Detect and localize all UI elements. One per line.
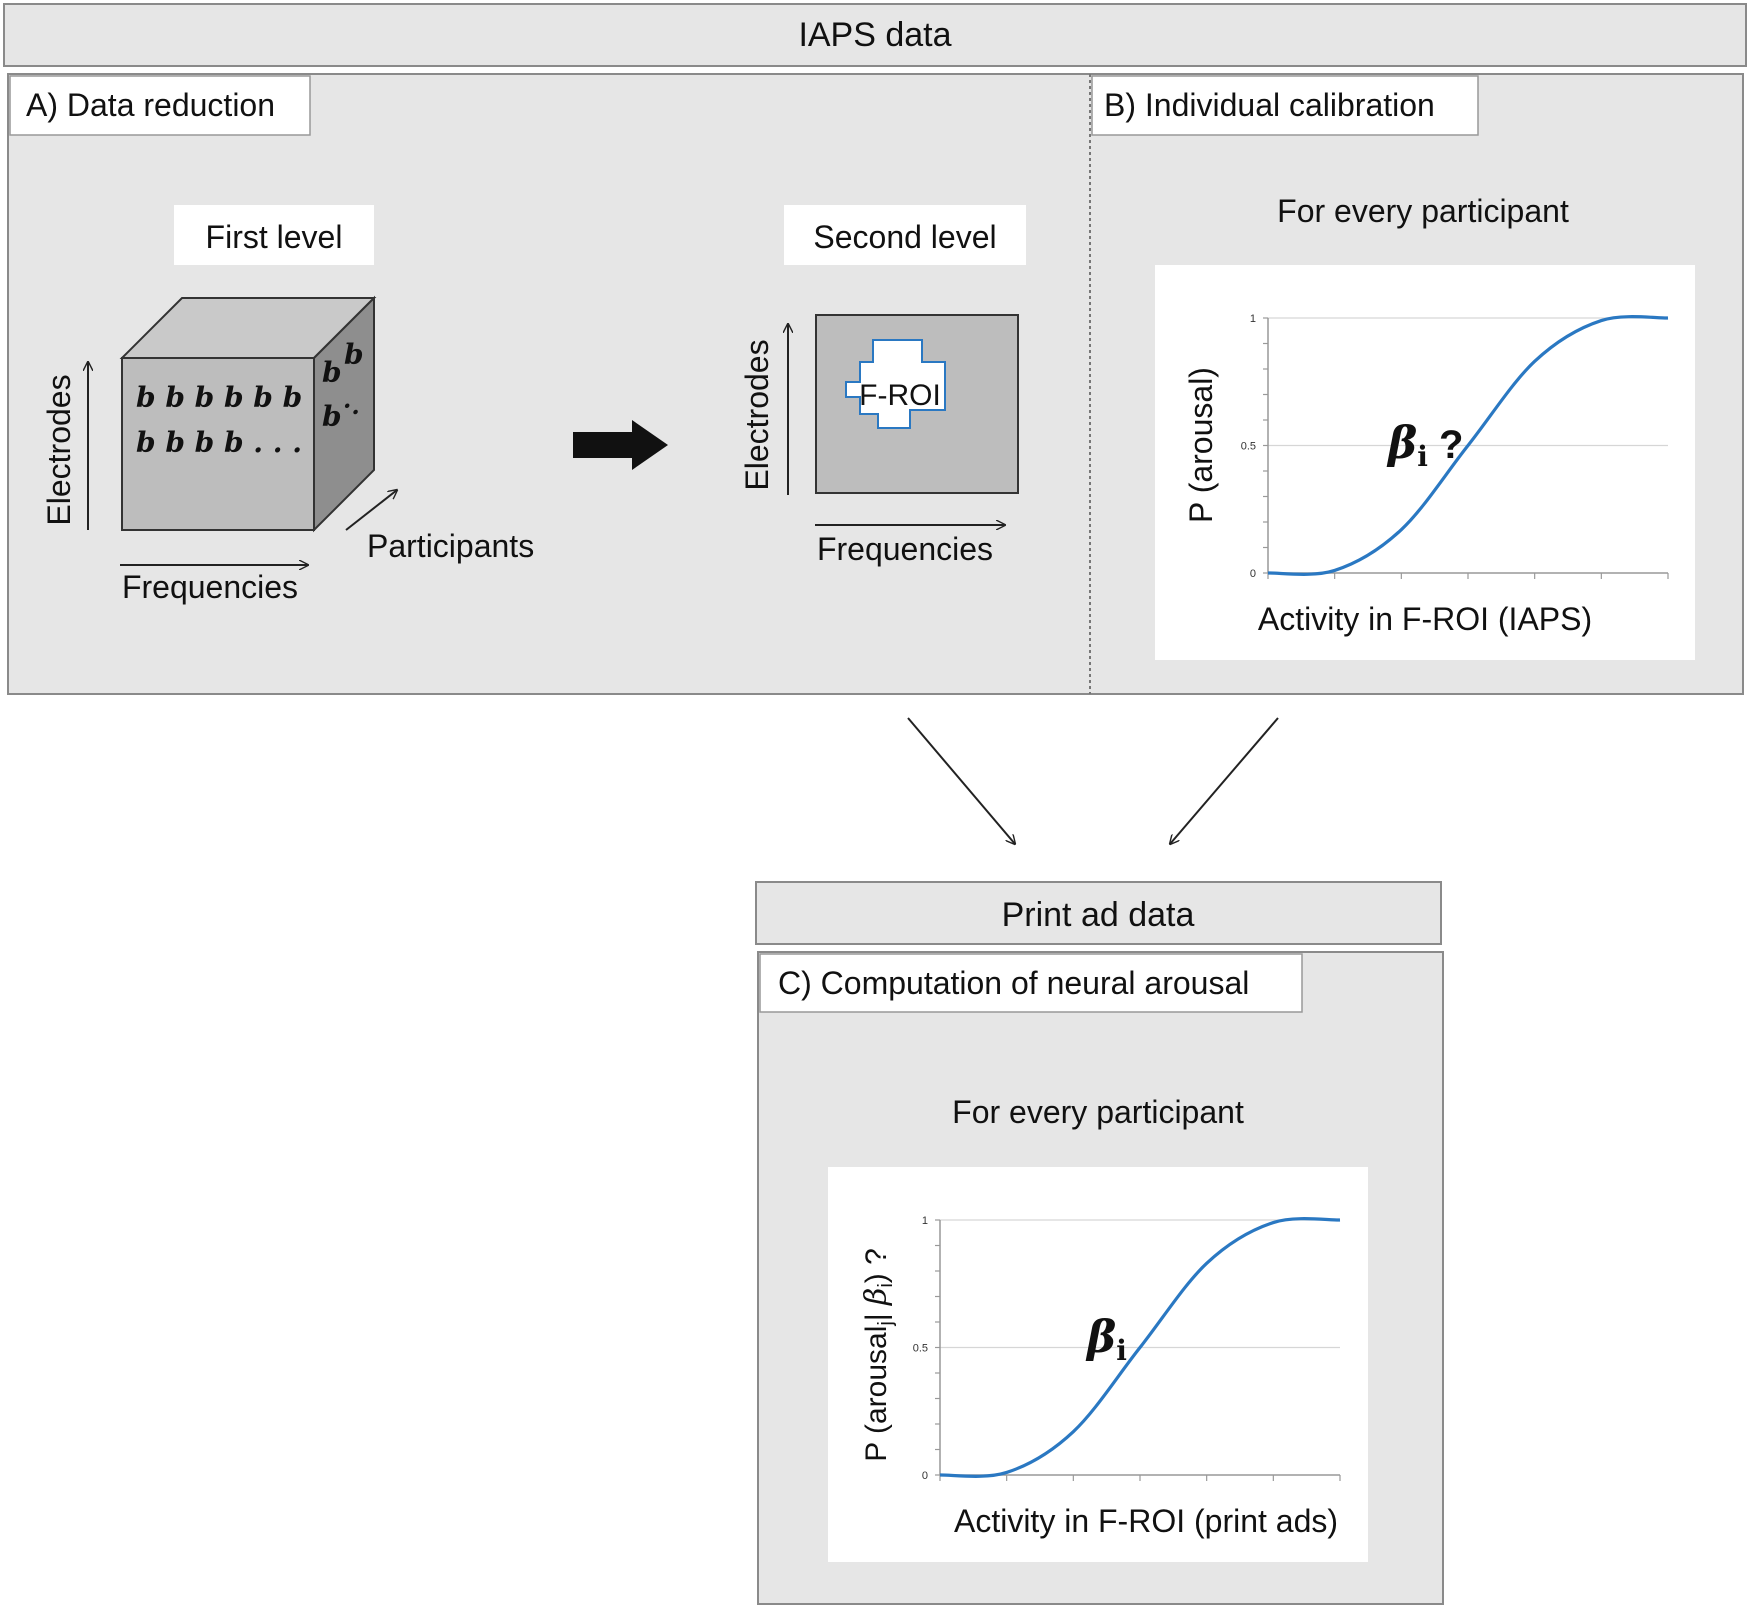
neural-arousal-chart: 00.51 bbox=[913, 1215, 1341, 1482]
print-ad-data-title: Print ad data bbox=[1002, 896, 1195, 934]
chart-b-annotation: βi ? bbox=[1386, 418, 1463, 473]
cube-electrodes-label: Electrodes bbox=[41, 374, 77, 525]
panel-a-title-tab: A) Data reduction bbox=[9, 75, 311, 136]
cube-front-face bbox=[121, 357, 315, 531]
cube-participants-label: Participants bbox=[367, 528, 534, 564]
chart-c-xlabel: Activity in F-ROI (print ads) bbox=[954, 1503, 1338, 1539]
panel-c-subtitle: For every participant bbox=[952, 1094, 1244, 1130]
second-level-title: Second level bbox=[813, 219, 996, 255]
cube-side-dots: ·. bbox=[343, 391, 360, 420]
iaps-data-header: IAPS data bbox=[3, 3, 1747, 67]
calibration-chart: 00.51 bbox=[1241, 313, 1669, 580]
chart-c-ylabel-p: P (arousal bbox=[860, 1326, 893, 1462]
chart-c-annotation-beta: β bbox=[1085, 1312, 1116, 1363]
panel-b-subtitle: For every participant bbox=[1277, 193, 1569, 229]
panel-b-title: B) Individual calibration bbox=[1104, 87, 1435, 123]
cube-frequencies-label: Frequencies bbox=[122, 569, 298, 605]
chart-b-annotation-sub: i bbox=[1417, 440, 1428, 473]
chart-b-ylabel: P (arousal) bbox=[1183, 367, 1219, 523]
cube-side-b3: b bbox=[322, 400, 342, 433]
chart-b-sigmoid-line bbox=[1267, 315, 1669, 576]
map-frequencies-label: Frequencies bbox=[817, 531, 993, 567]
chart-b-annotation-suffix: ? bbox=[1428, 423, 1464, 467]
second-level-block: Second level F-ROI Electrodes Frequencie… bbox=[739, 205, 1026, 567]
chart-c-ylabel-bar: | bbox=[860, 1305, 893, 1321]
map-electrodes-label: Electrodes bbox=[739, 339, 775, 490]
chart-c-ylabel-sub-i: i bbox=[875, 1283, 897, 1287]
panel-c-title: C) Computation of neural arousal bbox=[778, 965, 1249, 1001]
chart-c-ylabel-end: ) ? bbox=[860, 1248, 893, 1283]
data-cube: b b b b b b b b b b . . . b b b ·. bbox=[119, 295, 377, 533]
cube-side-b2: b bbox=[344, 338, 364, 371]
chart-b-annotation-beta: β bbox=[1386, 418, 1417, 469]
iaps-data-title: IAPS data bbox=[798, 16, 951, 54]
panel-b-title-tab: B) Individual calibration bbox=[1091, 75, 1479, 136]
first-level-block: First level b b b b b b b b b b . . . b … bbox=[41, 205, 534, 605]
first-level-title: First level bbox=[206, 219, 343, 255]
reduction-arrow bbox=[573, 420, 668, 470]
cube-front-row2: b b b b . . . bbox=[136, 426, 302, 459]
panel-a-title: A) Data reduction bbox=[26, 87, 275, 123]
print-ad-data-header: Print ad data bbox=[755, 881, 1442, 945]
arrow-a-to-print bbox=[907, 717, 1015, 844]
f-roi-label: F-ROI bbox=[859, 379, 941, 412]
arrow-b-to-print bbox=[1170, 717, 1279, 844]
cube-participants-arrow bbox=[345, 490, 397, 531]
panel-b-content: For every participant 00.51 P (arousal) … bbox=[1155, 193, 1695, 660]
chart-c-ylabel: P (arousalj| βi) ? bbox=[859, 1248, 897, 1462]
chart-b-y-tick-label: 1 bbox=[1250, 313, 1256, 325]
cube-front-row1: b b b b b b bbox=[136, 381, 302, 414]
chart-b-background bbox=[1155, 265, 1695, 660]
chart-c-background bbox=[828, 1167, 1368, 1562]
chart-b-y-tick-label: 0 bbox=[1250, 568, 1256, 580]
chart-c-annotation-sub: i bbox=[1116, 1334, 1127, 1367]
chart-c-ylabel-sub-j: j bbox=[875, 1321, 897, 1326]
cube-side-b1: b bbox=[322, 356, 342, 389]
chart-b-xlabel: Activity in F-ROI (IAPS) bbox=[1258, 601, 1592, 637]
panel-c-title-tab bbox=[759, 953, 1303, 1013]
chart-c-ylabel-beta: β bbox=[859, 1288, 894, 1306]
f-roi-region bbox=[845, 339, 946, 429]
chart-c-y-tick-label: 0 bbox=[922, 1470, 928, 1482]
chart-b-y-tick-label: 0.5 bbox=[1241, 441, 1256, 453]
chart-c-y-tick-label: 0.5 bbox=[913, 1343, 928, 1355]
chart-c-annotation: βi bbox=[1085, 1312, 1127, 1367]
chart-c-sigmoid-line bbox=[939, 1217, 1341, 1478]
chart-c-y-tick-label: 1 bbox=[922, 1215, 928, 1227]
panel-c: C) Computation of neural arousal For eve… bbox=[757, 951, 1444, 1605]
